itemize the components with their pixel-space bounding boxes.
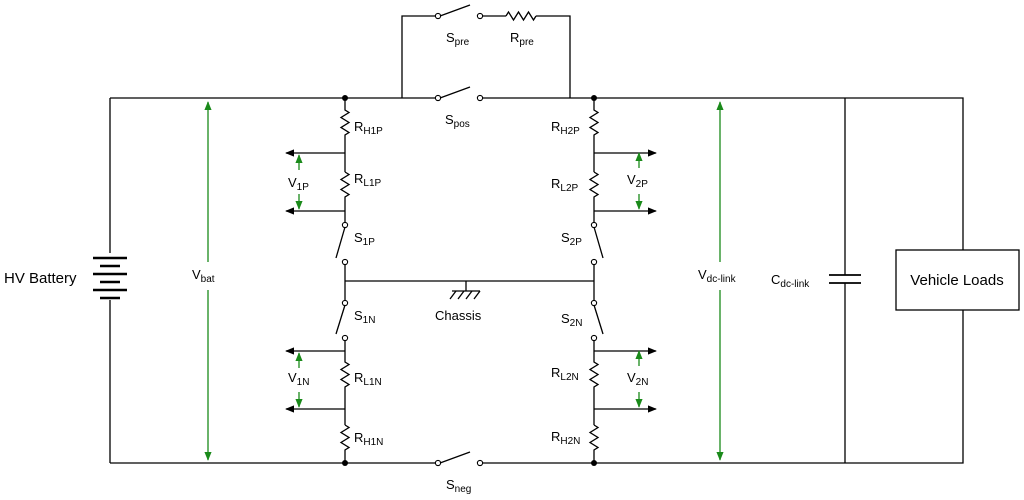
rh1p-label: RH1P (354, 119, 383, 137)
sneg-label: Sneg (446, 477, 471, 495)
dc-link-capacitor (829, 98, 861, 463)
vehicle-loads-box (895, 249, 1020, 311)
rh2p-label: RH2P (551, 119, 580, 137)
rh1n-label: RH1N (354, 430, 383, 448)
rl1p-label: RL1P (354, 171, 382, 189)
spos-label: Spos (445, 112, 470, 130)
s2p-label: S2P (561, 230, 582, 248)
rpre-label: Rpre (510, 30, 534, 48)
chassis-ground (345, 280, 594, 300)
rl2n-label: RL2N (551, 365, 579, 383)
hv-battery (93, 98, 127, 463)
vdc-link-label: Vdc-link (698, 267, 737, 285)
spos-switch (402, 86, 484, 102)
chassis-label: Chassis (435, 308, 482, 323)
rl2p-label: RL2P (551, 176, 579, 194)
vbat-label: Vbat (192, 267, 215, 285)
top-rail (110, 97, 964, 250)
v2n-label: V2N (627, 370, 648, 388)
s1p-label: S1P (354, 230, 375, 248)
s2n-label: S2N (561, 311, 582, 329)
sneg-switch (430, 451, 484, 467)
battery-label: HV Battery (4, 270, 77, 287)
cdc-link-label: Cdc-link (771, 272, 810, 290)
v2p-label: V2P (627, 172, 648, 190)
rh2n-label: RH2N (551, 429, 580, 447)
rl1n-label: RL1N (354, 370, 382, 388)
v1p-label: V1P (288, 175, 309, 193)
left-branch (285, 98, 351, 463)
bottom-rail (110, 310, 964, 464)
vehicle-loads-label: Vehicle Loads (910, 272, 1003, 289)
right-branch (588, 98, 657, 463)
v1n-label: V1N (288, 370, 309, 388)
spre-label: Spre (446, 30, 470, 48)
s1n-label: S1N (354, 308, 375, 326)
precharge-branch (401, 4, 571, 98)
